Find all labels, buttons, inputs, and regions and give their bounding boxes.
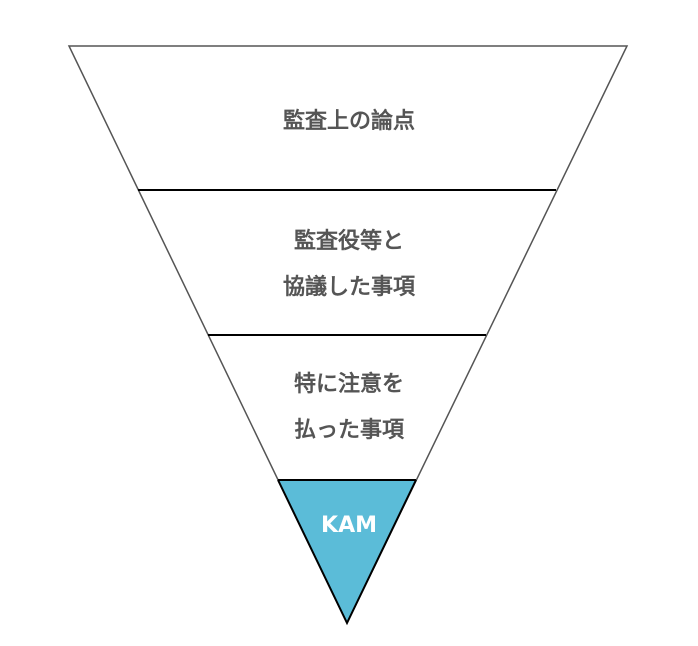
- level-attention-line1: 特に注意を: [293, 372, 404, 397]
- kam-outline: [277, 479, 417, 626]
- level-discussed-line2: 協議した事項: [282, 275, 415, 300]
- kam-segment: [278, 480, 416, 623]
- level-attention-line2: 払った事項: [293, 418, 404, 443]
- level-discussed-line1: 監査役等と: [293, 229, 404, 254]
- level-audit-issues: 監査上の論点: [282, 109, 415, 134]
- level-kam: KAM: [321, 513, 377, 538]
